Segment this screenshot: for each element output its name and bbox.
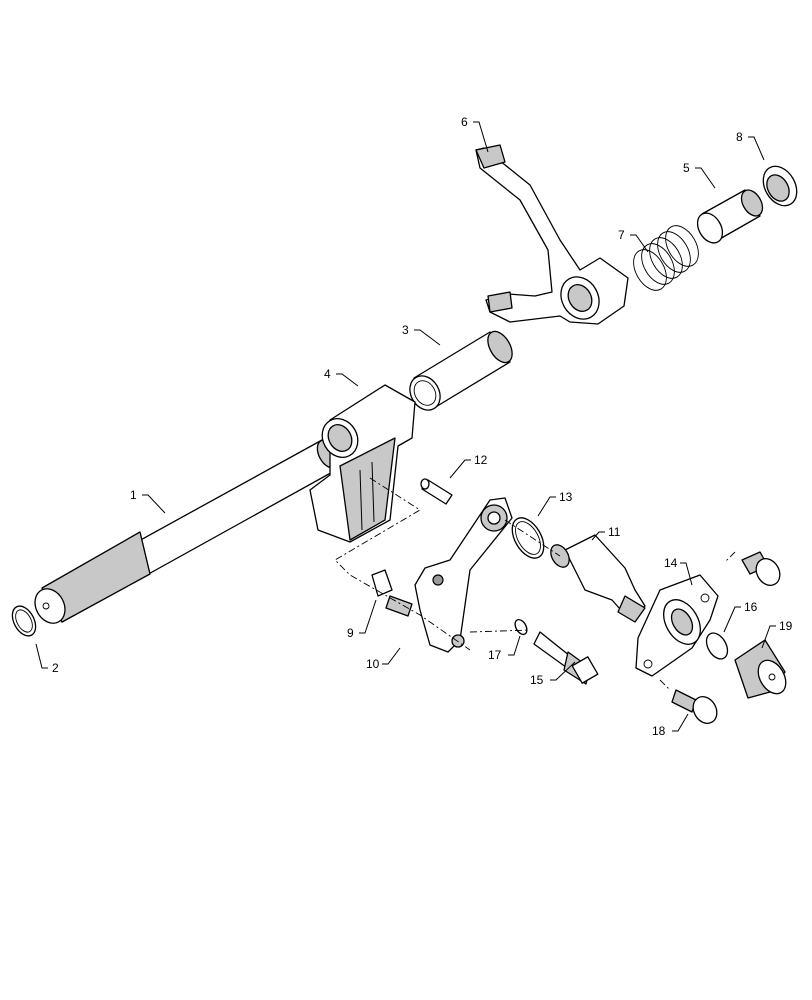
part-4-fork-bracket [309,384,416,543]
callout-15: 15 [530,673,544,687]
leader-lines [35,121,776,732]
part-18-screw-lower [671,689,718,724]
part-15-stud [533,631,599,685]
part-11-shaft [550,534,646,623]
part-6-shift-fork [475,144,629,325]
part-13-o-ring [511,517,545,559]
part-17-small-ring [514,618,528,636]
callout-13: 13 [559,490,573,504]
part-1-shift-rod [34,439,340,624]
part-2-snap-ring [11,605,37,637]
part-3-sleeve [409,330,513,411]
callout-1: 1 [130,488,137,502]
callout-4: 4 [324,367,331,381]
part-7-spring [633,225,699,291]
part-10-lever [414,497,513,653]
assembly-center-lines [334,477,736,691]
callout-3: 3 [402,323,409,337]
part-9-detent [371,569,413,617]
part-19-knob [734,639,787,699]
callout-2: 2 [52,661,59,675]
callout-10: 10 [366,657,380,671]
callout-14: 14 [664,556,678,570]
part-5-bushing [696,189,764,244]
part-18-screw-upper [741,551,781,586]
callout-7: 7 [618,228,625,242]
callout-12: 12 [474,453,488,467]
part-12-pin [420,478,453,505]
callout-9: 9 [347,626,354,640]
callout-18: 18 [652,724,666,738]
callout-6: 6 [461,115,468,129]
callout-16: 16 [744,600,758,614]
part-16-snap-ring [705,632,729,660]
callout-11: 11 [608,525,621,539]
callout-17: 17 [488,648,502,662]
part-8-ring [762,165,798,207]
callout-5: 5 [683,161,690,175]
callout-labels: 1 2 3 4 5 6 7 8 9 10 11 12 13 14 15 16 1… [52,115,793,738]
part-14-flange [635,574,719,677]
callout-19: 19 [779,619,793,633]
callout-8: 8 [736,130,743,144]
